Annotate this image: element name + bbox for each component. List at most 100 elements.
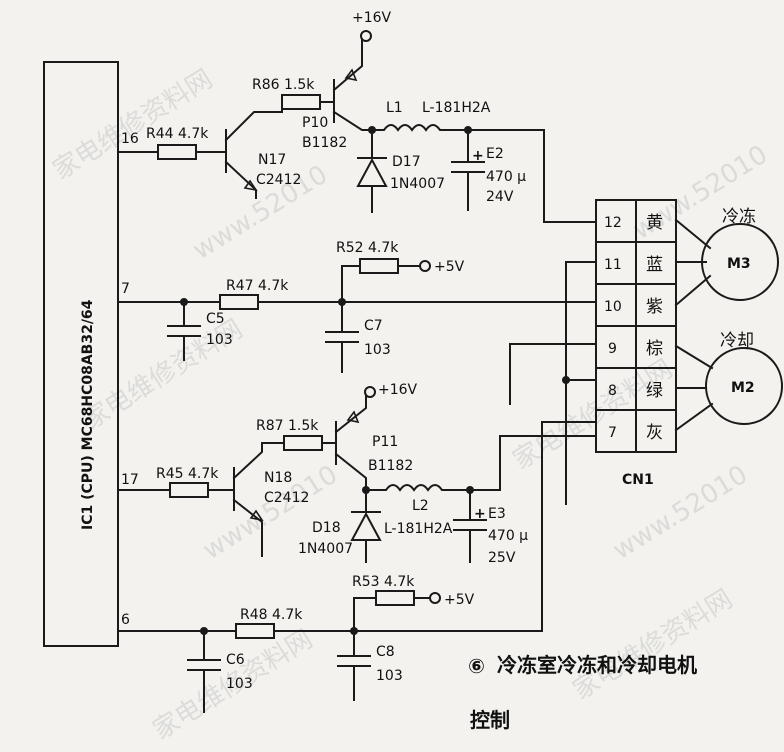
m2-title: 冷却	[720, 331, 754, 351]
label-n17-part: C2412	[256, 172, 301, 188]
motor-m2: M2 冷却	[674, 331, 783, 432]
label-d18-part: 1N4007	[298, 541, 353, 557]
label-e3-val: 470 μ	[488, 528, 528, 544]
resistor-r47	[219, 294, 259, 310]
resistor-r44	[157, 144, 197, 160]
label-c5-val: 103	[206, 332, 233, 348]
connector-cn1: 12 黄 11 蓝 10 紫 9 棕 8 绿 7 灰 CN1	[595, 199, 677, 488]
plus-e2: +	[472, 148, 484, 164]
cn1-pin-12: 12	[604, 215, 622, 231]
label-l1: L1	[386, 100, 403, 116]
label-d17-part: 1N4007	[390, 176, 445, 192]
ic-pin-16: 16	[121, 131, 139, 147]
cn1-pin-7: 7	[608, 425, 617, 441]
label-d18: D18	[312, 520, 341, 536]
label-n18-part: C2412	[264, 490, 309, 506]
label-n18: N18	[264, 470, 292, 486]
label-c7: C7	[364, 318, 383, 334]
label-c8: C8	[376, 644, 395, 660]
wire-pin6-to-cn1	[541, 421, 597, 631]
terminal-16v-lower	[364, 386, 376, 398]
label-p11: P11	[372, 434, 398, 450]
cn1-pin-11: 11	[604, 257, 622, 273]
ic-label: IC1 (CPU) MC68HC08AB32/64	[80, 299, 96, 530]
inductor-l1	[371, 124, 597, 223]
label-r44: R44 4.7k	[146, 126, 209, 142]
caption-line2: 控制	[470, 708, 510, 732]
p10-legs	[332, 39, 373, 131]
label-c6: C6	[226, 652, 245, 668]
diode-d18	[350, 511, 382, 541]
label-16v-upper: +16V	[352, 10, 392, 26]
label-r87: R87 1.5k	[256, 418, 319, 434]
label-r45: R45 4.7k	[156, 466, 219, 482]
n18-arrow	[249, 509, 264, 522]
m2-leads	[674, 344, 714, 432]
label-p10: P10	[302, 115, 328, 131]
capacitor-e2	[451, 129, 485, 211]
cn1-pin-8: 8	[608, 383, 617, 399]
ic-pin-17: 17	[121, 472, 139, 488]
terminal-5v-lower	[429, 592, 441, 604]
m3-title: 冷冻	[722, 207, 756, 227]
inductor-l2	[365, 435, 597, 492]
plus-e3: +	[474, 506, 486, 522]
terminal-16v-upper	[360, 30, 372, 42]
capacitor-c7	[325, 301, 359, 373]
mid2-filter: R48 4.7k C6 103 C8 103 R53 4.7k +5V	[117, 421, 597, 713]
m3-circle	[701, 223, 779, 301]
cn1-color-9: 棕	[646, 339, 663, 359]
mid1-filter: R47 4.7k C5 103 C7 103 R52 4.7k +5V	[117, 240, 597, 373]
label-r47: R47 4.7k	[226, 278, 289, 294]
p10-arrow	[344, 68, 358, 82]
label-d17: D17	[392, 154, 421, 170]
label-l1-part: L-181H2A	[422, 100, 491, 116]
capacitor-c5	[167, 301, 201, 361]
node-common	[562, 376, 570, 384]
m2-label: M2	[731, 380, 755, 396]
caption-number: ⑥	[468, 654, 485, 678]
label-e3: E3	[488, 506, 506, 522]
cn1-color-10: 紫	[646, 297, 663, 317]
motor-m3: M3 冷冻	[674, 207, 779, 307]
capacitor-e3	[453, 489, 487, 563]
wire-r52	[341, 265, 421, 303]
resistor-r45	[169, 482, 209, 498]
cn1-color-7: 灰	[646, 423, 663, 443]
label-5v-lower: +5V	[444, 592, 475, 608]
watermark-site-5: 家电维修资料网	[568, 584, 738, 706]
watermark-site-1: 家电维修资料网	[48, 64, 218, 186]
label-e2-val: 470 μ	[486, 169, 526, 185]
lower-driver: R45 4.7k N18 C2412 R87 1.5k +16V P11 B11…	[117, 382, 597, 566]
caption-line1: 冷冻室冷冻和冷却电机	[497, 653, 697, 677]
wire-r86	[281, 101, 335, 113]
ic-pin-6: 6	[121, 612, 130, 628]
resistor-r48	[235, 623, 275, 639]
watermark-site-3: 家电维修资料网	[508, 354, 678, 476]
diode-d17	[356, 157, 388, 187]
label-r53: R53 4.7k	[352, 574, 415, 590]
resistor-r86	[281, 94, 321, 110]
m3-label: M3	[727, 256, 751, 272]
capacitor-c6	[187, 630, 221, 713]
label-e2: E2	[486, 146, 504, 162]
terminal-5v-upper	[419, 260, 431, 272]
label-e3-v: 25V	[488, 550, 516, 566]
upper-driver: R44 4.7k N17 C2412 R86 1.5k +16V P10 B11…	[117, 10, 597, 223]
label-n17: N17	[258, 152, 286, 168]
n17-arrow	[243, 179, 258, 192]
label-e2-v: 24V	[486, 189, 514, 205]
label-p11-part: B1182	[368, 458, 413, 474]
label-r48: R48 4.7k	[240, 607, 303, 623]
resistor-r53	[375, 590, 415, 606]
label-l2: L2	[412, 498, 429, 514]
label-5v-upper: +5V	[434, 259, 465, 275]
ic-body	[43, 61, 119, 647]
resistor-r52	[359, 258, 399, 274]
p11-arrow	[346, 410, 360, 424]
label-p10-part: B1182	[302, 135, 347, 151]
n18-legs	[232, 442, 283, 557]
label-16v-lower: +16V	[378, 382, 418, 398]
ic-pin-7: 7	[121, 281, 130, 297]
